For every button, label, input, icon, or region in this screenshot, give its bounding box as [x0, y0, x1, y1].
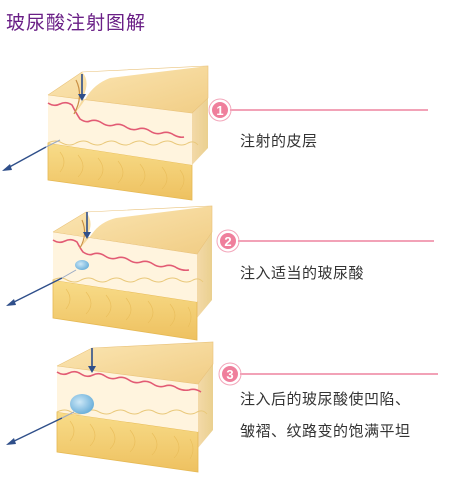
step-3-label-line-2: 皱褶、纹路变的饱满平坦 [240, 422, 411, 440]
step-number-1: 1 [216, 103, 223, 118]
step-3-label-line-1: 注入后的玻尿酸使凹陷、 [240, 390, 411, 408]
step-number-3: 3 [226, 367, 233, 382]
skin-block-3 [6, 341, 214, 473]
step-number-2: 2 [224, 234, 231, 249]
skin-block-1 [2, 65, 209, 201]
step-marker-2: 2 [216, 229, 434, 253]
page-title: 玻尿酸注射图解 [6, 12, 147, 34]
step-2-label: 注入适当的玻尿酸 [240, 264, 365, 282]
step-1-label: 注射的皮层 [240, 132, 318, 150]
step-marker-1: 1 [208, 98, 428, 122]
skin-block-2 [6, 205, 213, 341]
step-marker-3: 3 [218, 362, 438, 386]
